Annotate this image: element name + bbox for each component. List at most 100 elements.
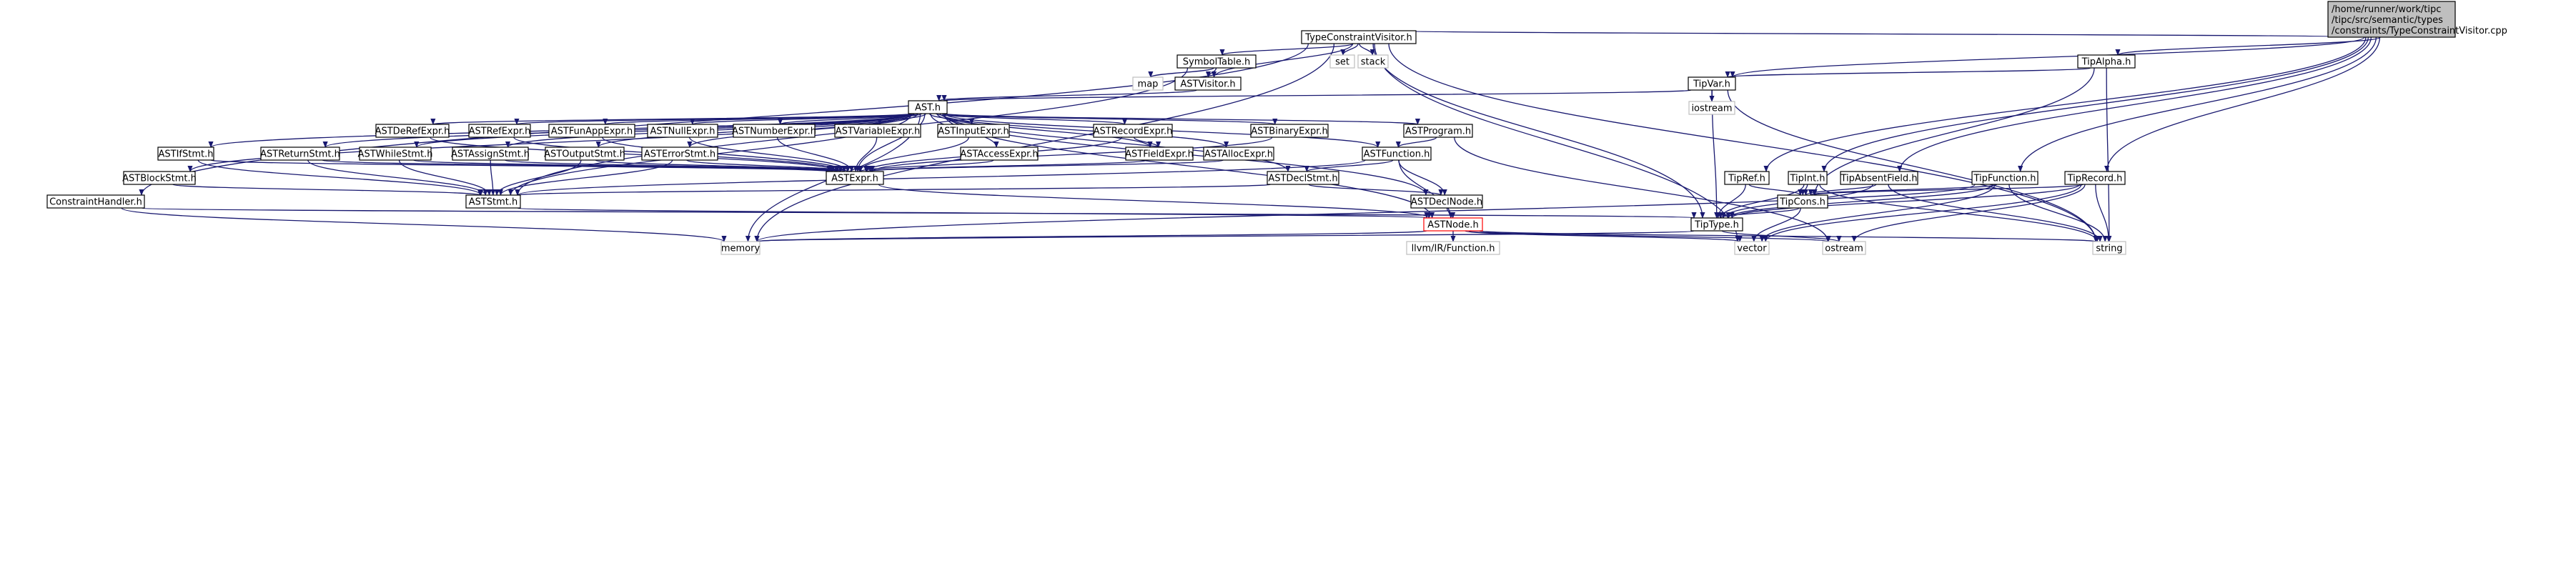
edge-astifstmt-to-aststmt <box>197 159 484 196</box>
edge-astbinary-to-astexpr <box>869 136 1273 172</box>
edge-astnode-to-vector <box>1465 230 1743 242</box>
node-box <box>1971 171 2038 185</box>
node-ast[interactable]: AST.h <box>908 100 948 114</box>
edge-tcv_h-to-vector <box>1374 43 1740 242</box>
edge-tipfunction-to-tiptype <box>1725 184 1994 219</box>
node-label: ASTStmt.h <box>469 197 518 208</box>
node-astoutput[interactable]: ASTOutputStmt.h <box>544 147 625 161</box>
edge-tipalpha-to-string <box>2106 67 2112 242</box>
node-tipalpha[interactable]: TipAlpha.h <box>2077 54 2136 69</box>
node-box <box>2064 171 2126 185</box>
edge-astvariable-to-astexpr <box>853 136 878 172</box>
node-box <box>908 100 948 114</box>
node-astvisitor[interactable]: ASTVisitor.h <box>1174 76 1242 91</box>
edge-astnode-to-memory <box>755 230 1427 242</box>
node-box <box>826 171 884 185</box>
node-astnode[interactable]: ASTNode.h <box>1423 217 1483 232</box>
node-box <box>1690 217 1743 232</box>
node-astnull[interactable]: ASTNullExpr.h <box>647 124 718 138</box>
node-astfunction[interactable]: ASTFunction.h <box>1362 147 1432 161</box>
edge-tcv_cpp-to-tipfunction <box>2018 36 2377 172</box>
node-ostream: ostream <box>1822 241 1866 255</box>
node-label: ASTReturnStmt.h <box>260 149 340 160</box>
node-astvariable[interactable]: ASTVariableExpr.h <box>834 124 921 138</box>
node-label: ASTRecordExpr.h <box>1094 126 1173 137</box>
node-astref[interactable]: ASTRefExpr.h <box>468 124 531 138</box>
edge-tiprecord-to-tipcons <box>1812 184 2084 196</box>
node-label: ostream <box>1825 244 1863 254</box>
node-astwhile[interactable]: ASTWhileStmt.h <box>358 147 433 161</box>
node-label: TipCons.h <box>1779 197 1826 208</box>
node-astnumber[interactable]: ASTNumberExpr.h <box>732 124 816 138</box>
node-astreturn[interactable]: ASTReturnStmt.h <box>260 147 340 161</box>
node-box <box>1301 30 1417 44</box>
node-constrainthandler[interactable]: ConstraintHandler.h <box>46 194 145 209</box>
node-box <box>2077 54 2136 69</box>
node-box <box>937 124 1010 138</box>
node-box <box>1688 76 1736 91</box>
edge-ast-to-astbinary <box>941 113 1277 125</box>
edge-tcv_h-to-stack <box>1359 43 1375 56</box>
node-astfield[interactable]: ASTFieldExpr.h <box>1125 147 1194 161</box>
edge-ast-to-astnull <box>690 113 918 125</box>
node-tcv_h[interactable]: TypeConstraintVisitor.h <box>1301 30 1417 44</box>
edge-astdeclstmt-to-astdeclnode <box>1308 184 1444 196</box>
node-symtab[interactable]: SymbolTable.h <box>1176 54 1257 69</box>
node-label: ASTExpr.h <box>831 174 878 184</box>
node-astinput[interactable]: ASTInputExpr.h <box>937 124 1010 138</box>
edge-ast-to-astnumber <box>778 113 923 125</box>
node-astassign[interactable]: ASTAssignStmt.h <box>451 147 530 161</box>
node-label: memory <box>721 244 761 254</box>
node-box <box>960 147 1039 161</box>
edge-astassign-to-aststmt <box>490 159 496 196</box>
node-tiprecord[interactable]: TipRecord.h <box>2064 171 2126 185</box>
node-string: string <box>2092 241 2126 255</box>
edge-tiprecord-to-tiptype <box>1729 184 2081 219</box>
edge-astdeclstmt-to-aststmt <box>515 184 1272 196</box>
edge-constrainthandler-to-tiptype <box>141 207 1695 219</box>
node-box <box>1267 171 1339 185</box>
node-astprogram[interactable]: ASTProgram.h <box>1403 124 1473 138</box>
edge-tiprecord-to-vector <box>1763 184 2082 242</box>
node-astdeclstmt[interactable]: ASTDeclStmt.h <box>1267 171 1339 185</box>
edge-astprogram-to-astfunction <box>1395 136 1437 148</box>
node-layer: /home/runner/work/tipc/tipc/src/semantic… <box>46 1 2507 255</box>
node-label: ASTIfStmt.h <box>159 149 214 160</box>
node-label: TipInt.h <box>1790 174 1826 184</box>
node-astalloc[interactable]: ASTAllocExpr.h <box>1203 147 1274 161</box>
node-tipabsent[interactable]: TipAbsentField.h <box>1840 171 1918 185</box>
node-astifstmt[interactable]: ASTIfStmt.h <box>157 147 214 161</box>
node-astbinary[interactable]: ASTBinaryExpr.h <box>1250 124 1329 138</box>
node-tiptype[interactable]: TipType.h <box>1690 217 1743 232</box>
node-label: ASTOutputStmt.h <box>544 149 625 160</box>
node-label: ASTVariableExpr.h <box>836 126 920 137</box>
node-tipcons[interactable]: TipCons.h <box>1777 194 1828 209</box>
node-asterror[interactable]: ASTErrorStmt.h <box>641 147 718 161</box>
node-tipref[interactable]: TipRef.h <box>1724 171 1770 185</box>
node-label: TipAlpha.h <box>2081 57 2131 68</box>
edge-symtab-to-map <box>1148 67 1214 78</box>
node-astderef[interactable]: ASTDeRefExpr.h <box>375 124 450 138</box>
node-box <box>545 147 625 161</box>
node-astdeclnode[interactable]: ASTDeclNode.h <box>1410 194 1483 209</box>
edge-tcv_h-to-memory <box>754 43 1335 242</box>
edge-tipref-to-tiptype <box>1715 184 1746 219</box>
node-astexpr[interactable]: ASTExpr.h <box>826 171 884 185</box>
node-label: llvm/IR/Function.h <box>1412 244 1495 254</box>
node-astblock[interactable]: ASTBlockStmt.h <box>122 171 197 185</box>
node-tipfunction[interactable]: TipFunction.h <box>1971 171 2038 185</box>
node-box <box>465 194 521 209</box>
node-box <box>2327 1 2456 38</box>
node-box <box>1250 124 1329 138</box>
node-tipint[interactable]: TipInt.h <box>1788 171 1828 185</box>
node-tipvar[interactable]: TipVar.h <box>1688 76 1736 91</box>
node-astaccess[interactable]: ASTAccessExpr.h <box>960 147 1039 161</box>
node-box <box>468 124 531 138</box>
node-aststmt[interactable]: ASTStmt.h <box>465 194 521 209</box>
node-astfunapp[interactable]: ASTFunAppExpr.h <box>548 124 635 138</box>
edge-astdeclnode-to-astnode <box>1446 207 1456 219</box>
node-astrecord[interactable]: ASTRecordExpr.h <box>1093 124 1173 138</box>
edge-ast-to-astdeclstmt <box>942 113 1291 172</box>
node-label: ASTProgram.h <box>1405 126 1471 137</box>
node-label: ASTDeclStmt.h <box>1268 174 1337 184</box>
